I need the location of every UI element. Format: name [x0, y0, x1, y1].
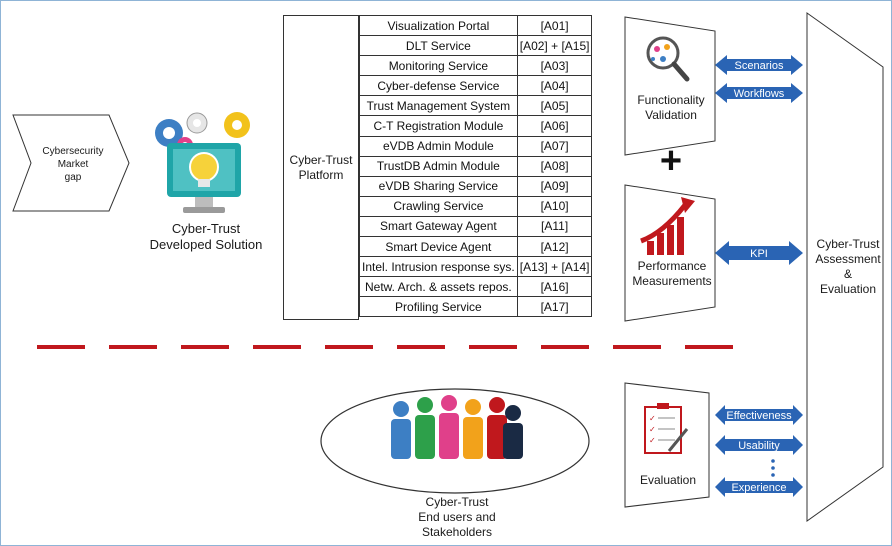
magnifier-icon: [646, 36, 690, 82]
assessment-label: Cyber-Trust Assessment & Evaluation: [815, 237, 881, 296]
service-name: TrustDB Admin Module: [359, 155, 518, 177]
stakeholders-label: Cyber-Trust End users and Stakeholders: [418, 495, 496, 539]
service-row: Smart Device Agent[A12]: [359, 236, 593, 258]
service-row: Visualization Portal[A01]: [359, 14, 593, 37]
assessment-panel: [806, 12, 884, 522]
market-gap-chevron: [12, 114, 130, 212]
service-row: Netw. Arch. & assets repos.[A16]: [359, 276, 593, 298]
functionality-validation-panel: [624, 16, 716, 156]
service-code: [A08]: [516, 155, 593, 177]
performance-measurements-label: Performance Measurements: [632, 259, 712, 288]
arrow-experience: Experience: [715, 477, 803, 497]
service-code: [A17]: [516, 296, 593, 318]
service-name: Monitoring Service: [359, 55, 518, 77]
service-code: [A10]: [516, 195, 593, 217]
platform-label: Cyber-Trust Platform: [289, 153, 353, 182]
service-row: eVDB Admin Module[A07]: [359, 135, 593, 157]
service-row: Monitoring Service[A03]: [359, 55, 593, 77]
people-group-icon: [391, 395, 523, 459]
service-name: C-T Registration Module: [359, 115, 518, 137]
developed-solution-icon: [155, 112, 250, 213]
service-name: Trust Management System: [359, 95, 518, 117]
service-row: Crawling Service[A10]: [359, 195, 593, 217]
performance-measurements-panel: [624, 184, 716, 322]
arrow-kpi: KPI: [715, 241, 803, 265]
service-row: Profiling Service[A17]: [359, 296, 593, 318]
service-row: Intel. Intrusion response sys.[A13] + [A…: [359, 256, 593, 278]
service-code: [A09]: [516, 175, 593, 197]
arrow-experience-label: Experience: [731, 482, 786, 494]
service-row: Smart Gateway Agent[A11]: [359, 215, 593, 238]
evaluation-label: Evaluation: [639, 473, 697, 487]
service-name: Crawling Service: [359, 195, 518, 217]
service-row: DLT Service[A02] + [A15]: [359, 35, 593, 57]
service-code: [A02] + [A15]: [516, 35, 593, 57]
service-row: TrustDB Admin Module[A08]: [359, 155, 593, 177]
service-code: [A03]: [516, 55, 593, 77]
service-code: [A13] + [A14]: [516, 256, 593, 278]
service-code: [A11]: [516, 215, 593, 238]
ellipsis-dots: [771, 459, 775, 477]
arrow-scenarios: Scenarios: [715, 55, 803, 75]
service-row: eVDB Sharing Service[A09]: [359, 175, 593, 197]
service-code: [A06]: [516, 115, 593, 137]
services-table: Visualization Portal[A01]DLT Service[A02…: [359, 14, 593, 318]
service-row: C-T Registration Module[A06]: [359, 115, 593, 137]
lightbulb-icon: [189, 152, 219, 187]
stakeholders-ellipse: [320, 388, 590, 494]
gear-icon: [155, 112, 250, 153]
service-name: eVDB Sharing Service: [359, 175, 518, 197]
service-name: Visualization Portal: [359, 14, 518, 37]
service-name: Smart Device Agent: [359, 236, 518, 258]
service-code: [A01]: [516, 14, 593, 37]
service-name: DLT Service: [359, 35, 518, 57]
market-gap-label: Cybersecurity Market gap: [42, 146, 104, 183]
arrow-kpi-label: KPI: [750, 248, 768, 260]
service-code: [A05]: [516, 95, 593, 117]
arrow-workflows: Workflows: [715, 83, 803, 103]
developed-solution-label: Cyber-Trust Developed Solution: [149, 221, 263, 252]
arrow-usability-label: Usability: [738, 440, 780, 452]
service-code: [A16]: [516, 276, 593, 298]
service-name: Profiling Service: [359, 296, 518, 318]
checklist-icon: ✓ ✓ ✓: [644, 403, 689, 454]
arrow-effectiveness: Effectiveness: [715, 405, 803, 425]
service-name: Netw. Arch. & assets repos.: [359, 276, 518, 298]
service-name: eVDB Admin Module: [359, 135, 518, 157]
arrow-workflows-label: Workflows: [734, 88, 785, 100]
svg-text:✓: ✓: [649, 425, 656, 434]
service-row: Cyber-defense Service[A04]: [359, 75, 593, 97]
service-code: [A07]: [516, 135, 593, 157]
svg-text:✓: ✓: [649, 436, 656, 445]
functionality-validation-label: Functionality Validation: [637, 93, 705, 122]
arrow-effectiveness-label: Effectiveness: [726, 410, 792, 422]
evaluation-panel: ✓ ✓ ✓: [624, 382, 710, 508]
growth-chart-icon: [640, 197, 695, 255]
service-code: [A12]: [516, 236, 593, 258]
service-name: Cyber-defense Service: [359, 75, 518, 97]
service-name: Smart Gateway Agent: [359, 215, 518, 238]
arrows-layer: Scenarios Workflows KPI Effectiveness Us…: [715, 55, 803, 497]
service-row: Trust Management System[A05]: [359, 95, 593, 117]
service-name: Intel. Intrusion response sys.: [359, 256, 518, 278]
section-divider: [37, 345, 743, 349]
arrow-usability: Usability: [715, 435, 803, 455]
service-code: [A04]: [516, 75, 593, 97]
platform-box: [283, 15, 359, 320]
svg-text:✓: ✓: [649, 414, 656, 423]
plus-sign: +: [659, 140, 683, 182]
arrow-scenarios-label: Scenarios: [735, 60, 784, 72]
